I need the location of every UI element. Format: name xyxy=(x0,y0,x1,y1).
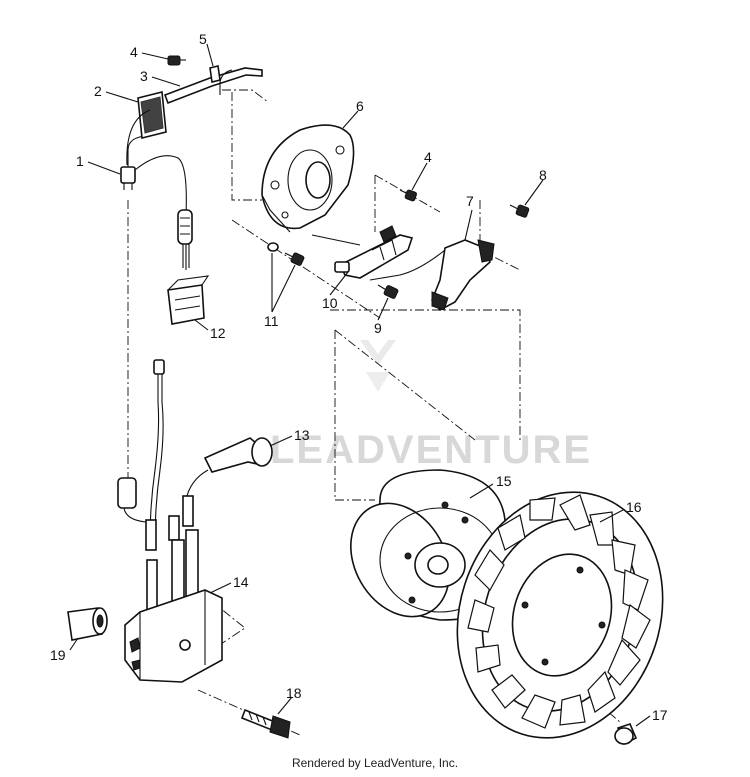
part-2-regulator[interactable] xyxy=(137,90,167,140)
part-13-spark-plug-cap[interactable] xyxy=(185,437,273,501)
fan-fins xyxy=(467,494,651,729)
part-19-cap[interactable] xyxy=(67,607,108,641)
ignition-lead-wires xyxy=(117,359,165,541)
callout-13: 13 xyxy=(294,427,310,443)
part-18-bolt[interactable] xyxy=(240,708,291,739)
callout-4-middle: 4 xyxy=(424,149,432,165)
callout-18: 18 xyxy=(286,685,302,701)
watermark-text: LEADVENTURE xyxy=(270,428,592,472)
part-4-screw-upper[interactable] xyxy=(167,55,186,66)
watermark-logo xyxy=(360,340,396,392)
callout-numbers: 1 2 3 4 4 5 6 7 8 9 10 11 12 13 14 15 16… xyxy=(50,31,668,723)
callout-8: 8 xyxy=(539,167,547,183)
callout-3: 3 xyxy=(140,68,148,84)
callout-6: 6 xyxy=(356,98,364,114)
callout-4-upper: 4 xyxy=(130,44,138,60)
callout-9: 9 xyxy=(374,320,382,336)
part-3-wiring-harness[interactable] xyxy=(126,67,263,166)
callout-19: 19 xyxy=(50,647,66,663)
callout-10: 10 xyxy=(322,295,338,311)
leader-lines xyxy=(69,43,651,727)
part-11-washer-screw[interactable] xyxy=(267,242,305,266)
part-12-connector[interactable] xyxy=(167,209,210,325)
part-17-screw[interactable] xyxy=(614,723,638,746)
part-14-ignition-module[interactable] xyxy=(124,495,223,683)
part-6-stator-plate[interactable] xyxy=(261,124,355,233)
part-4-screw-middle[interactable] xyxy=(399,189,418,202)
part-8-screw[interactable] xyxy=(509,204,530,218)
callout-17: 17 xyxy=(652,707,668,723)
footer-credit: Rendered by LeadVenture, Inc. xyxy=(291,756,459,770)
callout-12: 12 xyxy=(210,325,226,341)
part-1-connector[interactable] xyxy=(120,131,187,216)
part-10-charge-coil[interactable] xyxy=(311,225,414,279)
part-9-screw[interactable] xyxy=(377,284,399,299)
part-5-clip[interactable] xyxy=(209,65,221,83)
callout-2: 2 xyxy=(94,83,102,99)
callout-5: 5 xyxy=(199,31,207,47)
callout-15: 15 xyxy=(496,473,512,489)
part-7-trigger-coil[interactable] xyxy=(369,239,495,312)
callout-11: 11 xyxy=(264,313,279,329)
callout-16: 16 xyxy=(626,499,642,515)
callout-7: 7 xyxy=(466,193,474,209)
callout-14: 14 xyxy=(233,574,249,590)
part-16-cooling-fan[interactable] xyxy=(426,465,693,765)
callout-1: 1 xyxy=(76,153,84,169)
